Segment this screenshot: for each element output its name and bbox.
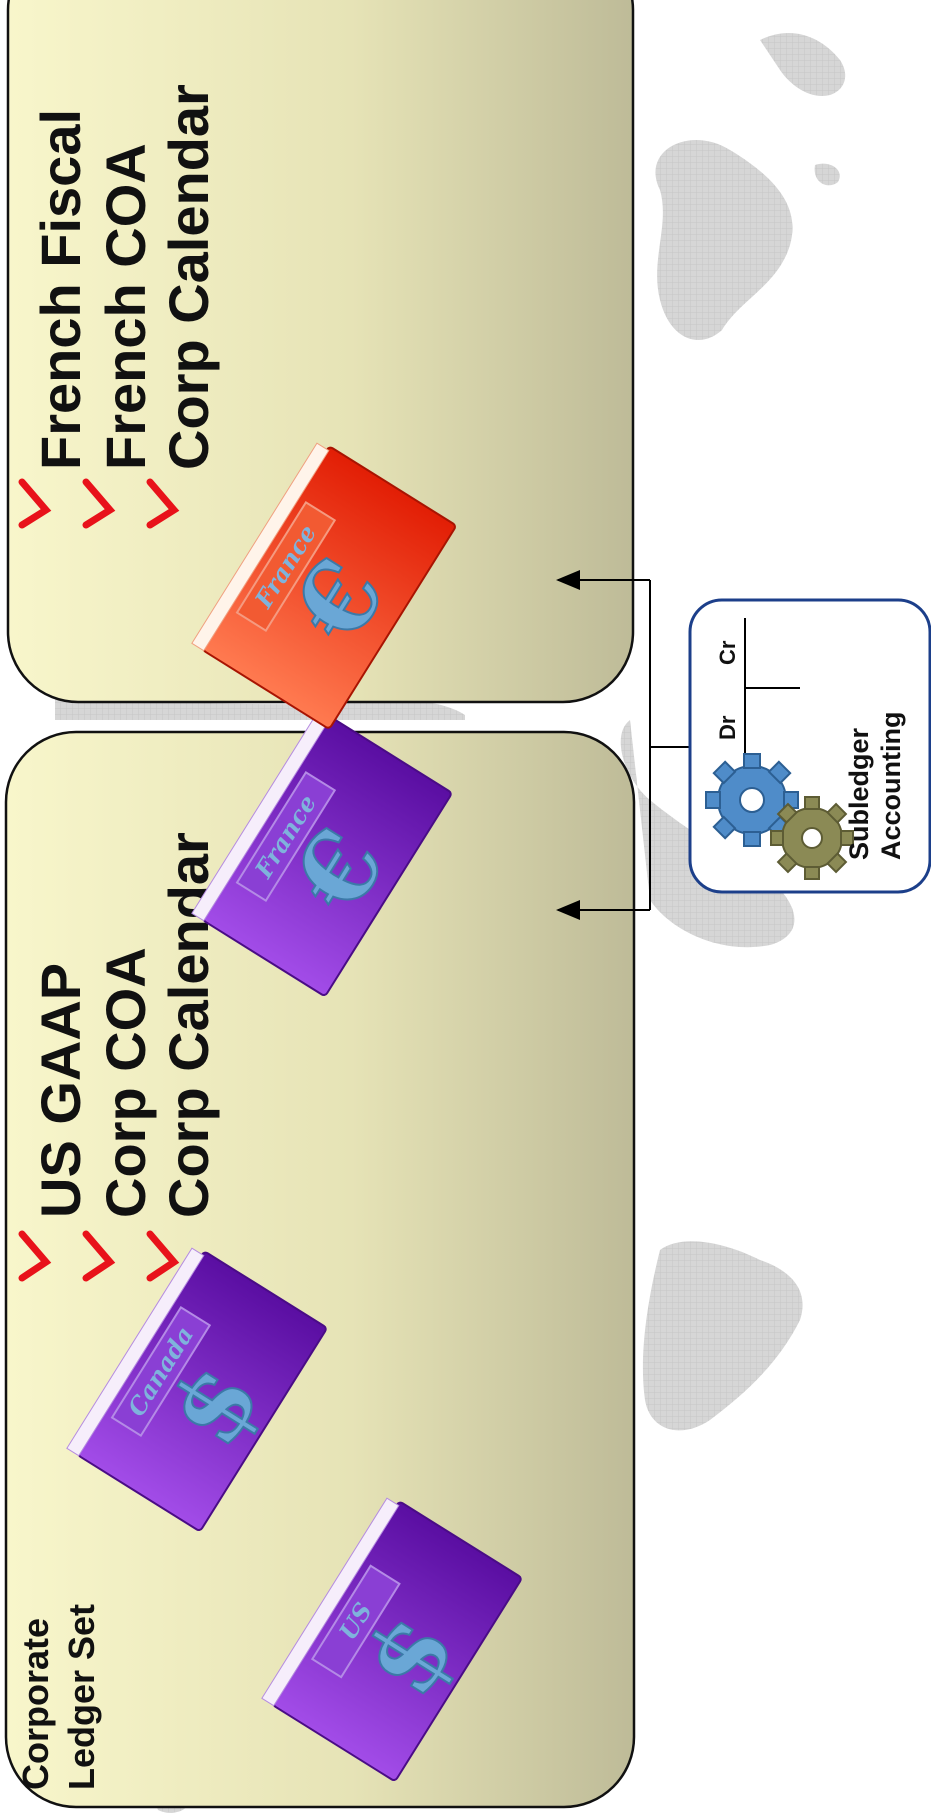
checkmark-icon: [18, 1230, 52, 1282]
french-check-item-1: French Fiscal: [29, 109, 92, 470]
french-check-item-2: French COA: [94, 143, 157, 470]
subledger-title-line1: Subledger: [844, 727, 874, 860]
subledger-accounting-box: Dr Cr Subledger Accounting: [688, 598, 931, 894]
french-check-item-3: Corp Calendar: [157, 84, 220, 470]
corporate-check-item-2: Corp COA: [94, 947, 157, 1218]
corporate-france-ledger-book: France €: [191, 712, 452, 996]
corporate-check-item-1: US GAAP: [29, 963, 92, 1218]
checkmark-icon: [146, 1230, 180, 1282]
french-checklist: French Fiscal French COA Corp Calendar: [18, 84, 220, 529]
checkmark-icon: [18, 478, 52, 529]
debit-label: Dr: [715, 715, 740, 740]
blue-gear-icon: [705, 753, 799, 847]
subledger-connectors: [556, 570, 690, 920]
canada-ledger-book: Canada $: [66, 1247, 327, 1531]
credit-label: Cr: [715, 640, 740, 665]
olive-gear-icon: [770, 796, 854, 880]
checkmark-icon: [82, 1230, 116, 1282]
checkmark-icon: [146, 478, 180, 529]
french-ledger-book: France €: [191, 442, 456, 729]
checkmark-icon: [82, 478, 116, 529]
subledger-title-line2: Accounting: [876, 712, 906, 861]
corporate-checklist: US GAAP Corp COA Corp Calendar: [18, 832, 220, 1282]
corporate-panel-title-line1: Corporate: [15, 1618, 56, 1790]
corporate-panel-title-line2: Ledger Set: [61, 1604, 102, 1790]
